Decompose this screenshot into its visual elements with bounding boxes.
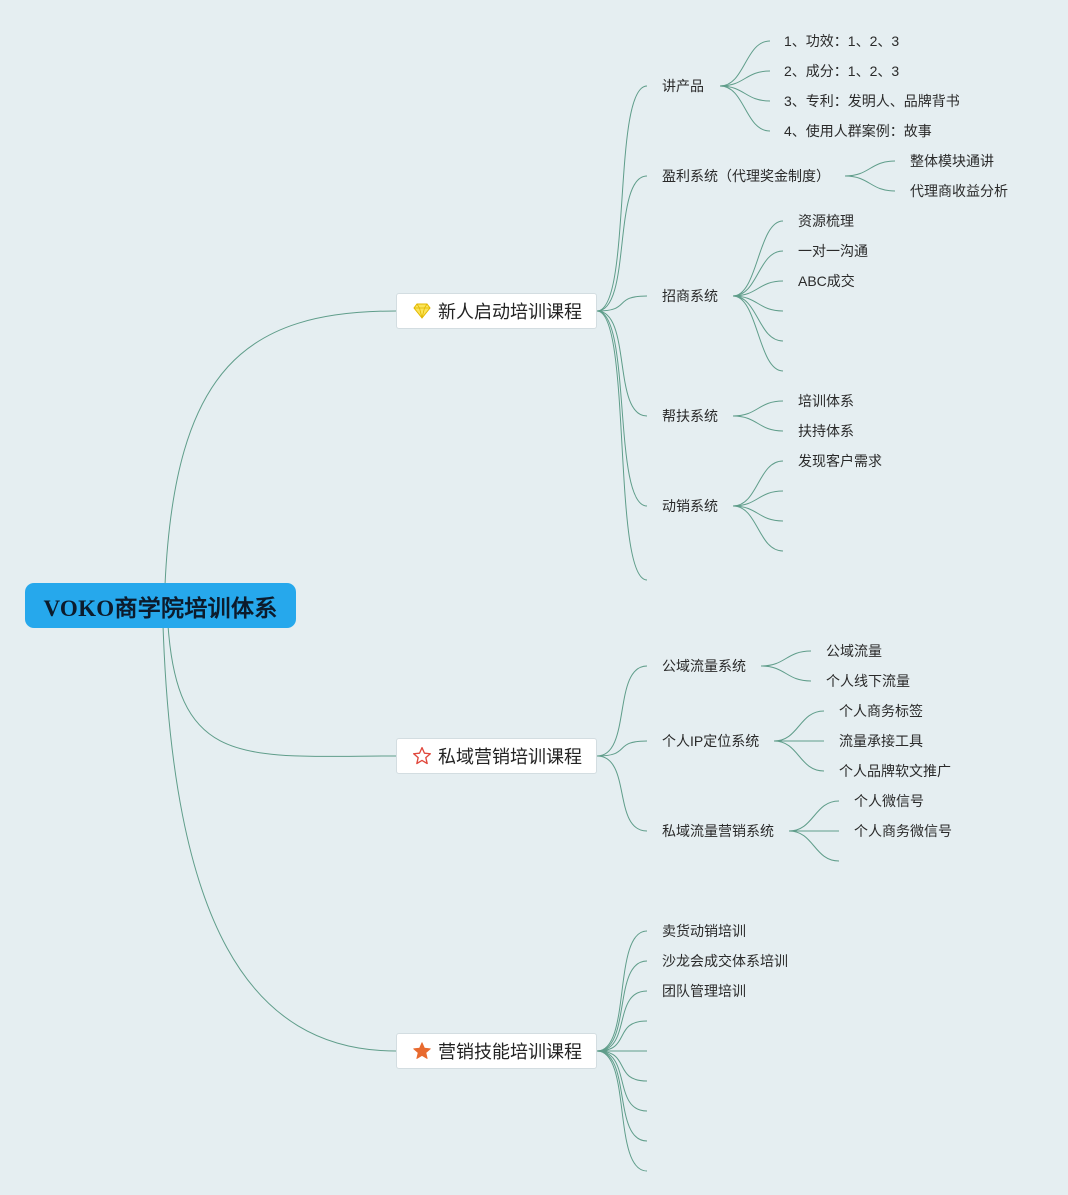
connector-topic-subtopic	[788, 830, 840, 862]
branch-new-hire-course[interactable]: 新人启动培训课程	[396, 293, 597, 329]
root-label: VOKO商学院培训体系	[43, 595, 278, 621]
connector-branch-topic	[596, 175, 648, 312]
topic-sales-system[interactable]: 动销系统	[662, 498, 718, 514]
subtopic-patent[interactable]: 3、专利：发明人、品牌背书	[784, 93, 960, 109]
subtopic-public-traffic[interactable]: 公域流量	[826, 643, 882, 659]
connector-topic-subtopic	[719, 70, 771, 87]
connector-topic-subtopic	[732, 505, 784, 552]
branch-label: 私域营销培训课程	[438, 747, 582, 767]
connector-topic-subtopic	[732, 295, 784, 372]
connector-topic-subtopic	[732, 490, 784, 507]
connector-topic-subtopic	[732, 460, 784, 507]
connector-root-branch	[167, 624, 397, 757]
connector-branch-topic	[596, 990, 648, 1052]
connector-topic-subtopic	[719, 85, 771, 132]
topic-recruiting-system[interactable]: 招商系统	[662, 288, 718, 304]
connector-branch-topic	[596, 665, 648, 757]
subtopic-module-overview[interactable]: 整体模块通讲	[910, 153, 994, 169]
star-outline-icon	[412, 746, 432, 766]
connector-topic-subtopic	[773, 710, 825, 742]
connector-topic-subtopic	[844, 175, 896, 192]
connector-branch-topic	[596, 85, 648, 312]
root-node[interactable]: VOKO商学院培训体系	[25, 583, 296, 628]
subtopic-offline-traffic[interactable]: 个人线下流量	[826, 673, 910, 689]
connector-branch-topic	[596, 1020, 648, 1052]
connector-topic-subtopic	[732, 505, 784, 522]
subtopic-ingredients[interactable]: 2、成分：1、2、3	[784, 63, 900, 79]
connector-branch-topic	[596, 960, 648, 1052]
topic-private-traffic[interactable]: 私域流量营销系统	[662, 823, 774, 839]
connector-topic-subtopic	[773, 740, 825, 772]
connector-branch-topic	[596, 310, 648, 507]
star-filled-icon	[412, 1041, 432, 1061]
topic-product[interactable]: 讲产品	[662, 78, 704, 94]
topic-team-management[interactable]: 团队管理培训	[662, 983, 746, 999]
connector-topic-subtopic	[732, 295, 784, 342]
branch-label: 营销技能培训课程	[438, 1042, 582, 1062]
connector-topic-subtopic	[844, 160, 896, 177]
connector-branch-topic	[596, 755, 648, 832]
connector-topic-subtopic	[732, 250, 784, 297]
connector-branch-topic	[596, 310, 648, 581]
subtopic-agent-revenue[interactable]: 代理商收益分析	[910, 183, 1008, 199]
subtopic-traffic-tools[interactable]: 流量承接工具	[839, 733, 923, 749]
subtopic-user-cases[interactable]: 4、使用人群案例：故事	[784, 123, 932, 139]
subtopic-business-wechat[interactable]: 个人商务微信号	[854, 823, 952, 839]
connector-topic-subtopic	[788, 800, 840, 832]
subtopic-brand-articles[interactable]: 个人品牌软文推广	[839, 763, 951, 779]
connector-topic-subtopic	[760, 665, 812, 682]
topic-salon-training[interactable]: 沙龙会成交体系培训	[662, 953, 788, 969]
connector-branch-topic	[596, 1050, 648, 1142]
branch-label: 新人启动培训课程	[438, 302, 582, 322]
subtopic-personal-wechat[interactable]: 个人微信号	[854, 793, 924, 809]
subtopic-customer-needs[interactable]: 发现客户需求	[798, 453, 882, 469]
connector-branch-topic	[596, 1050, 648, 1172]
topic-public-traffic[interactable]: 公域流量系统	[662, 658, 746, 674]
subtopic-abc-close[interactable]: ABC成交	[798, 273, 855, 289]
connector-branch-topic	[596, 310, 648, 417]
subtopic-efficacy[interactable]: 1、功效：1、2、3	[784, 33, 900, 49]
branch-private-domain-course[interactable]: 私域营销培训课程	[396, 738, 597, 774]
connector-branch-topic	[596, 295, 648, 312]
connector-topic-subtopic	[719, 40, 771, 87]
connector-topic-subtopic	[732, 220, 784, 297]
subtopic-support-framework[interactable]: 扶持体系	[798, 423, 854, 439]
subtopic-one-on-one[interactable]: 一对一沟通	[798, 243, 868, 259]
branch-marketing-skills-course[interactable]: 营销技能培训课程	[396, 1033, 597, 1069]
connector-branch-topic	[596, 740, 648, 757]
connector-topic-subtopic	[719, 85, 771, 102]
subtopic-business-tag[interactable]: 个人商务标签	[839, 703, 923, 719]
topic-personal-ip[interactable]: 个人IP定位系统	[662, 733, 760, 749]
diamond-icon	[412, 301, 432, 321]
connector-topic-subtopic	[732, 415, 784, 432]
subtopic-resources[interactable]: 资源梳理	[798, 213, 854, 229]
subtopic-training-system[interactable]: 培训体系	[798, 393, 854, 409]
connector-root-branch	[162, 624, 397, 1052]
topic-support-system[interactable]: 帮扶系统	[662, 408, 718, 424]
topic-profit-system[interactable]: 盈利系统（代理奖金制度）	[662, 168, 830, 184]
connector-branch-topic	[596, 1050, 648, 1082]
connector-topic-subtopic	[732, 280, 784, 297]
connector-branch-topic	[596, 930, 648, 1052]
connector-branch-topic	[596, 1050, 648, 1112]
connector-topic-subtopic	[760, 650, 812, 667]
topic-sales-training[interactable]: 卖货动销培训	[662, 923, 746, 939]
connector-topic-subtopic	[732, 295, 784, 312]
connector-topic-subtopic	[732, 400, 784, 417]
connector-root-branch	[164, 310, 397, 586]
